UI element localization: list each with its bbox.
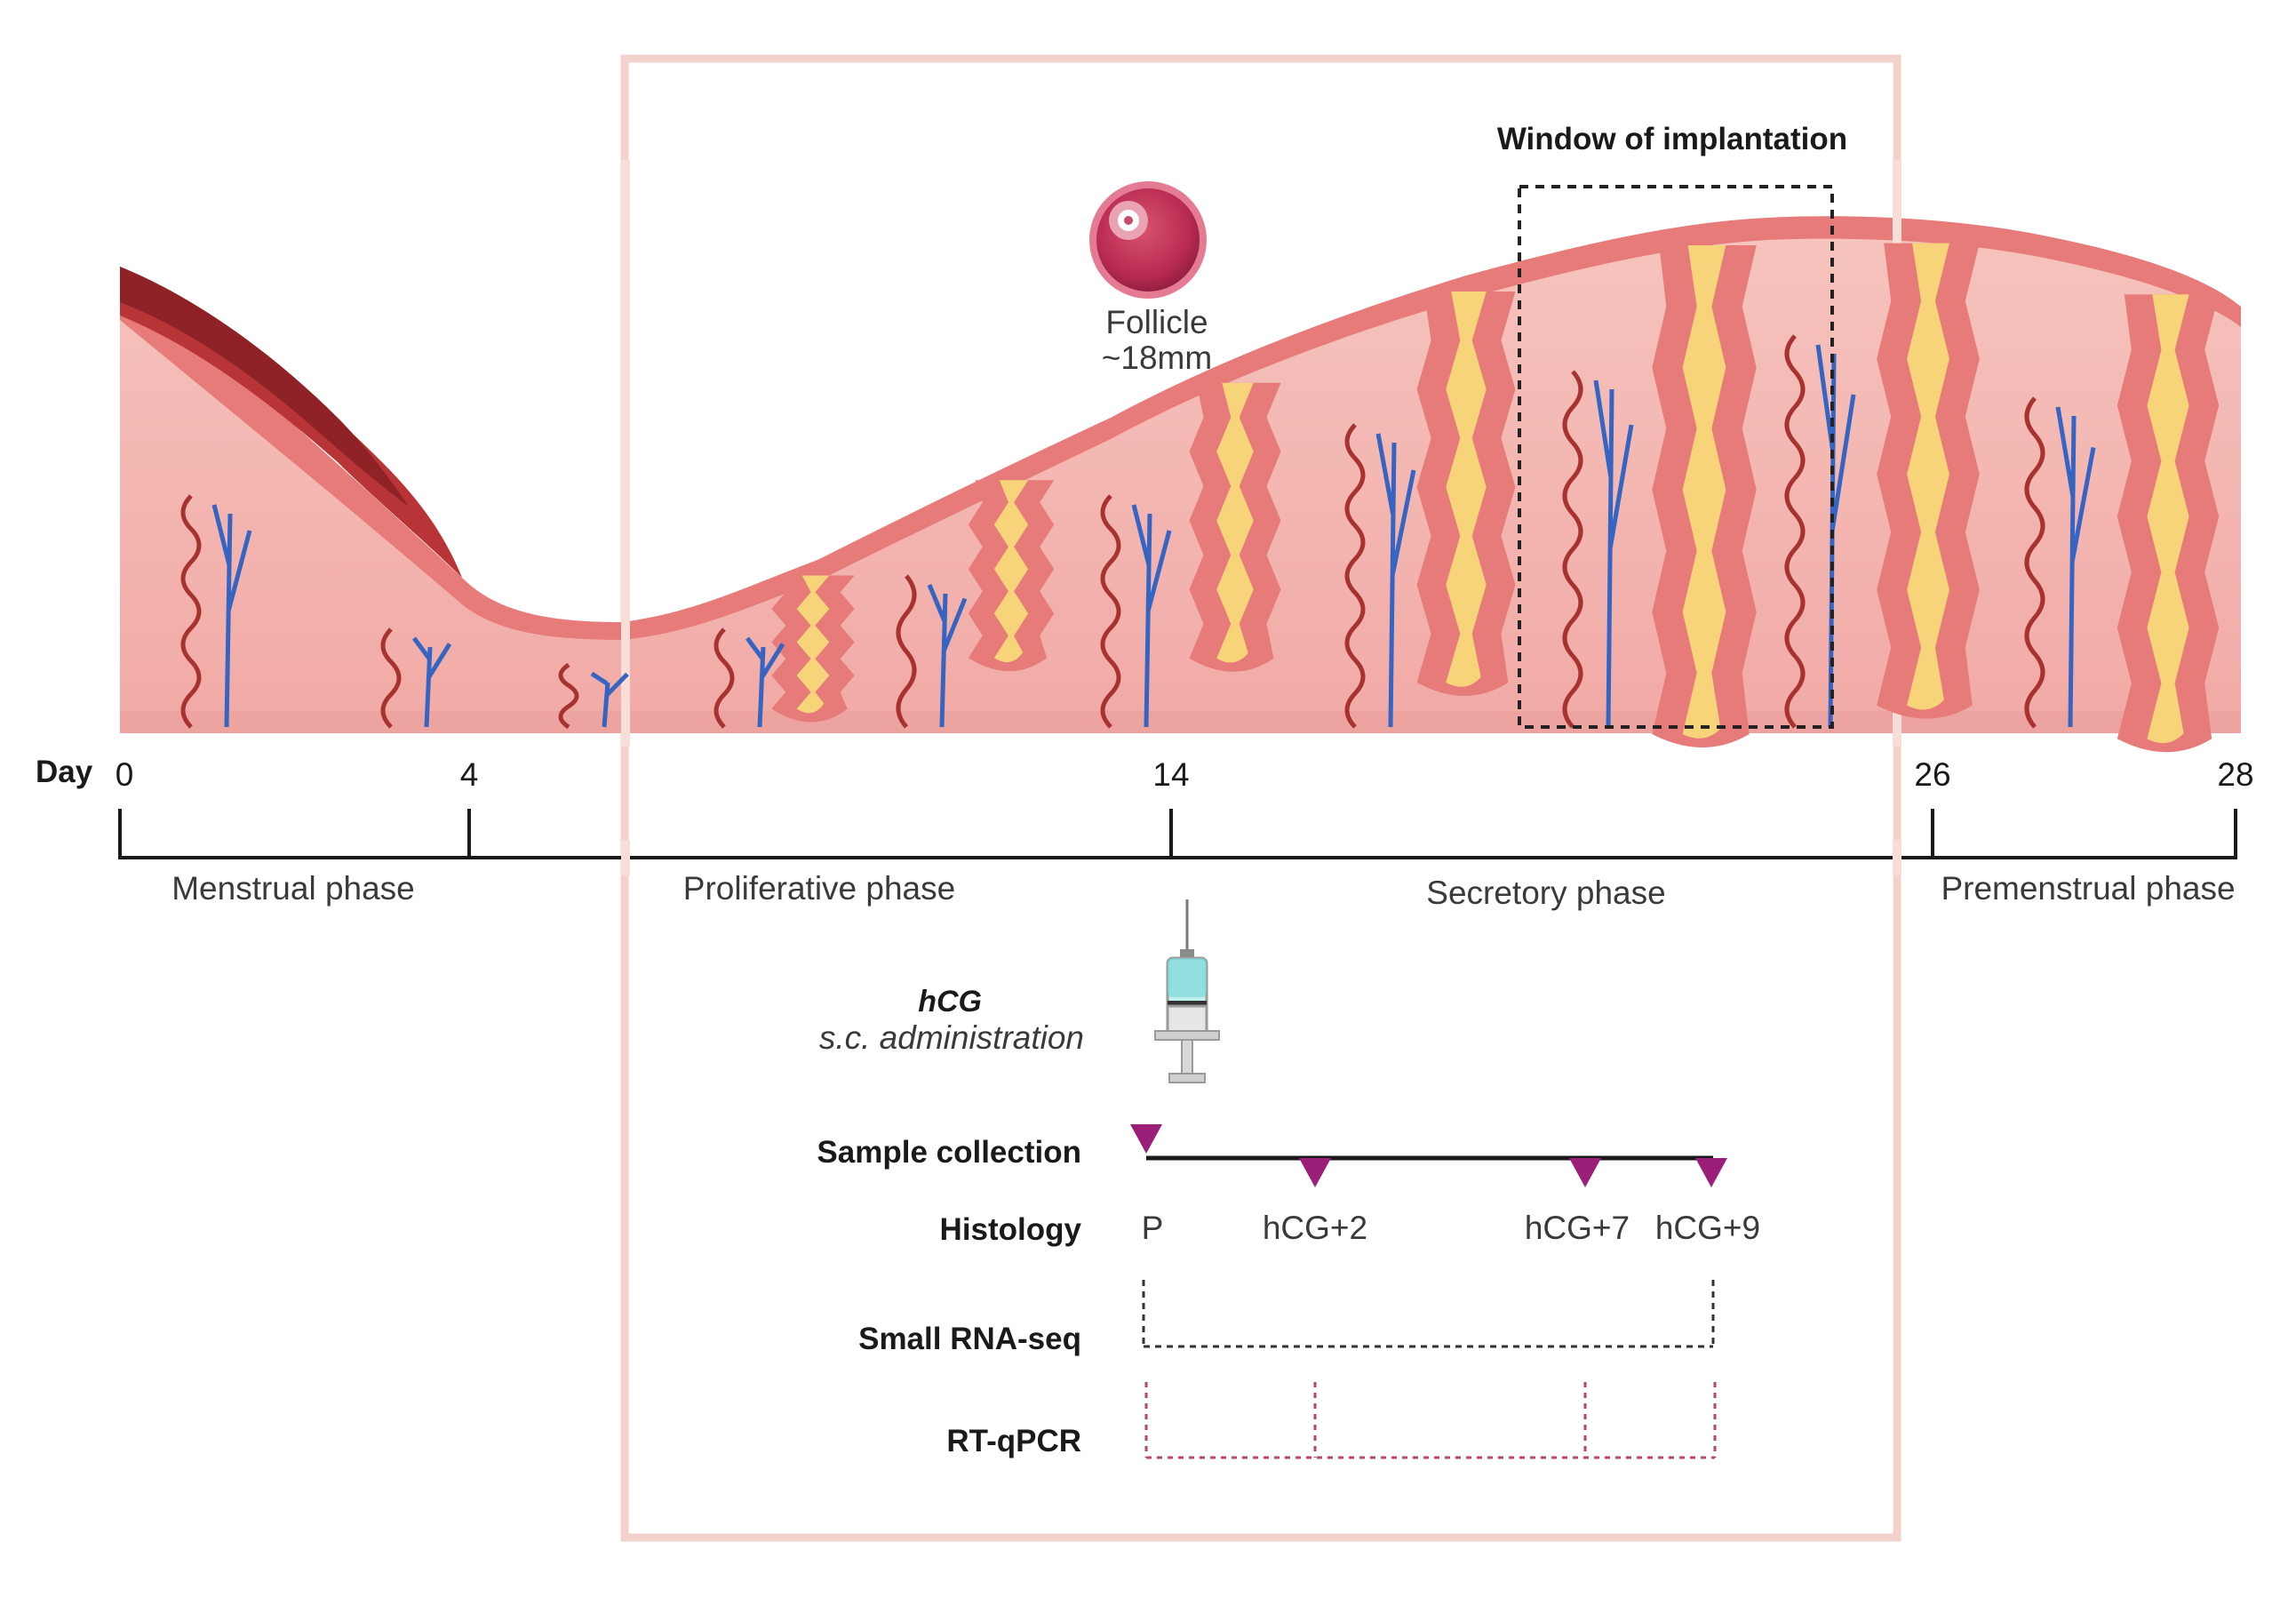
sample-label-hcg9: hCG+9 xyxy=(1655,1210,1760,1246)
vein-4 xyxy=(745,636,785,728)
gland-lumen-1 xyxy=(796,575,830,714)
sample-marker-hcg2 xyxy=(1299,1158,1331,1187)
follicle-icon xyxy=(1089,181,1207,299)
tick-day-26: 26 xyxy=(1914,756,1950,793)
tick-day-4: 4 xyxy=(460,756,479,793)
vein-1 xyxy=(211,504,252,728)
gland-lumen-3 xyxy=(1216,382,1254,663)
gland-lumen-4 xyxy=(1446,292,1487,687)
gland-lumen-6 xyxy=(1907,243,1949,710)
sample-marker-hcg9 xyxy=(1695,1158,1727,1187)
hcg-title: hCG xyxy=(918,985,982,1019)
vein-2 xyxy=(411,636,452,728)
vein-5 xyxy=(927,584,968,728)
gland-lumen-5 xyxy=(1682,244,1726,739)
row-label-small-rna-seq: Small RNA-seq xyxy=(858,1322,1081,1356)
spiral-artery-6 xyxy=(1100,494,1121,729)
phase-proliferative: Proliferative phase xyxy=(683,870,955,907)
vein-7 xyxy=(1375,433,1416,728)
sample-marker-hcg7 xyxy=(1569,1158,1601,1187)
window-of-implantation-box xyxy=(1518,185,1834,729)
tick-day-28: 28 xyxy=(2217,756,2253,793)
study-window-frame xyxy=(620,54,1901,1542)
gland-lumen-2 xyxy=(993,480,1029,663)
follicle-label: Follicle xyxy=(1105,304,1208,340)
vein-3 xyxy=(590,671,629,728)
spiral-artery-10 xyxy=(2024,396,2045,729)
spiral-artery-2 xyxy=(380,627,402,729)
row-label-rt-qpcr: RT-qPCR xyxy=(946,1424,1081,1458)
phase-secretory: Secretory phase xyxy=(1426,875,1665,911)
spiral-artery-9 xyxy=(1784,334,1806,729)
spiral-artery-7 xyxy=(1344,423,1366,729)
gland-lumen-7 xyxy=(2147,294,2189,743)
syringe-icon xyxy=(1154,899,1220,1083)
phase-menstrual: Menstrual phase xyxy=(171,870,415,907)
phase-premenstrual: Premenstrual phase xyxy=(1941,870,2235,907)
window-of-implantation-label: Window of implantation xyxy=(1497,122,1847,156)
tick-day-14: 14 xyxy=(1152,756,1189,793)
small-rna-seq-bracket xyxy=(1142,1280,1715,1348)
uterine-glands xyxy=(771,243,2220,753)
spiral-artery-8 xyxy=(1562,370,1583,729)
spiral-artery-3 xyxy=(558,662,579,730)
vein-6 xyxy=(1131,504,1172,728)
vein-8 xyxy=(1593,380,1634,728)
spiral-artery-5 xyxy=(896,574,917,729)
hcg-subtitle: s.c. administration xyxy=(819,1019,1084,1056)
spiral-artery-1 xyxy=(180,494,202,729)
day-axis xyxy=(118,809,2237,875)
tissue-base xyxy=(120,711,2241,733)
rt-qpcr-bracket xyxy=(1144,1382,1717,1459)
day-axis-label: Day xyxy=(36,755,93,789)
follicle-size-label: ~18mm xyxy=(1102,340,1212,376)
shedding-layer-dark xyxy=(120,267,409,507)
tick-day-0: 0 xyxy=(116,756,134,793)
spiral-artery-4 xyxy=(714,627,735,729)
row-label-histology: Histology xyxy=(940,1212,1082,1247)
vein-10 xyxy=(2055,406,2096,728)
sample-label-hcg7: hCG+7 xyxy=(1525,1210,1630,1246)
sample-marker-p xyxy=(1130,1124,1162,1154)
blood-vessels xyxy=(180,334,2096,730)
sample-label-hcg2: hCG+2 xyxy=(1263,1210,1367,1246)
sample-label-p: P xyxy=(1142,1210,1164,1246)
row-label-sample-collection: Sample collection xyxy=(817,1135,1081,1170)
